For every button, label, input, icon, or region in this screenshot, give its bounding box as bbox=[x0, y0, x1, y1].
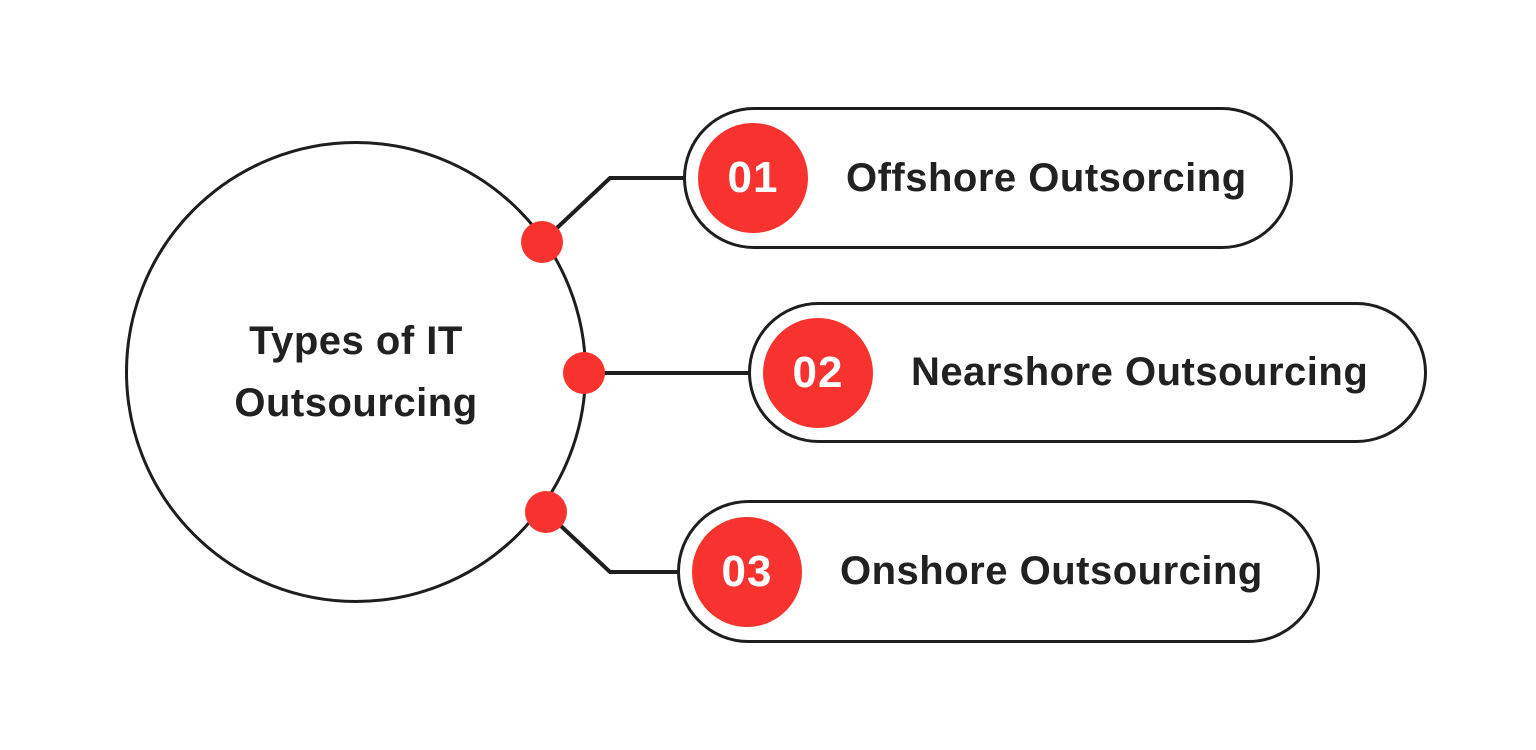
item-number-1: 01 bbox=[727, 153, 779, 202]
item-label-3: Onshore Outsourcing bbox=[840, 549, 1263, 593]
central-topic-circle: Types of IT Outsourcing bbox=[125, 141, 587, 603]
item-number-3: 03 bbox=[721, 546, 773, 596]
item-label-2: Nearshore Outsourcing bbox=[911, 350, 1369, 394]
item-number-badge-1: 01 bbox=[698, 123, 808, 233]
diagram-title-line2: Outsourcing bbox=[234, 381, 478, 425]
item-number-badge-3: 03 bbox=[692, 516, 802, 627]
branch-dot-1 bbox=[521, 221, 563, 263]
connector-line-3 bbox=[544, 510, 682, 574]
item-pill-2: 02 Nearshore Outsourcing bbox=[748, 302, 1427, 443]
diagram-title: Types of IT Outsourcing bbox=[234, 310, 477, 434]
item-pill-1: 01 Offshore Outsorcing bbox=[683, 107, 1293, 249]
connector-line-1 bbox=[540, 176, 686, 244]
item-number-2: 02 bbox=[792, 347, 844, 397]
item-pill-3: 03 Onshore Outsourcing bbox=[677, 500, 1320, 643]
branch-dot-2 bbox=[563, 352, 605, 394]
item-number-badge-2: 02 bbox=[763, 317, 873, 428]
item-label-1: Offshore Outsorcing bbox=[846, 155, 1247, 200]
diagram-title-line1: Types of IT bbox=[249, 319, 463, 363]
branch-dot-3 bbox=[525, 491, 567, 533]
